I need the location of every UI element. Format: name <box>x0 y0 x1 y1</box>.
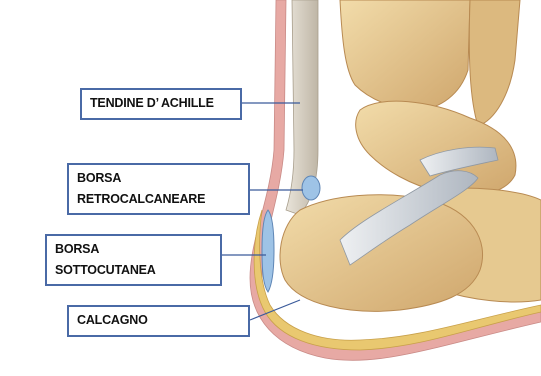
label-subcutaneous-bursa: BORSA SOTTOCUTANEA <box>45 234 222 286</box>
tibia-bone <box>340 0 470 110</box>
label-subcutaneous-bursa-line2: SOTTOCUTANEA <box>55 260 212 281</box>
label-subcutaneous-bursa-line1: BORSA <box>55 239 212 260</box>
label-calcaneus-text: CALCAGNO <box>77 310 240 330</box>
label-retrocalcaneal-bursa: BORSA RETROCALCANEARE <box>67 163 250 215</box>
label-retrocalcaneal-bursa-line2: RETROCALCANEARE <box>77 189 240 210</box>
subcutaneous-bursa <box>262 210 274 292</box>
label-calcaneus: CALCAGNO <box>67 305 250 337</box>
label-achilles-tendon-text: TENDINE D’ ACHILLE <box>90 93 232 113</box>
retrocalcaneal-bursa <box>302 176 320 200</box>
fibula-bone <box>469 0 520 126</box>
label-retrocalcaneal-bursa-line1: BORSA <box>77 168 240 189</box>
label-achilles-tendon: TENDINE D’ ACHILLE <box>80 88 242 120</box>
